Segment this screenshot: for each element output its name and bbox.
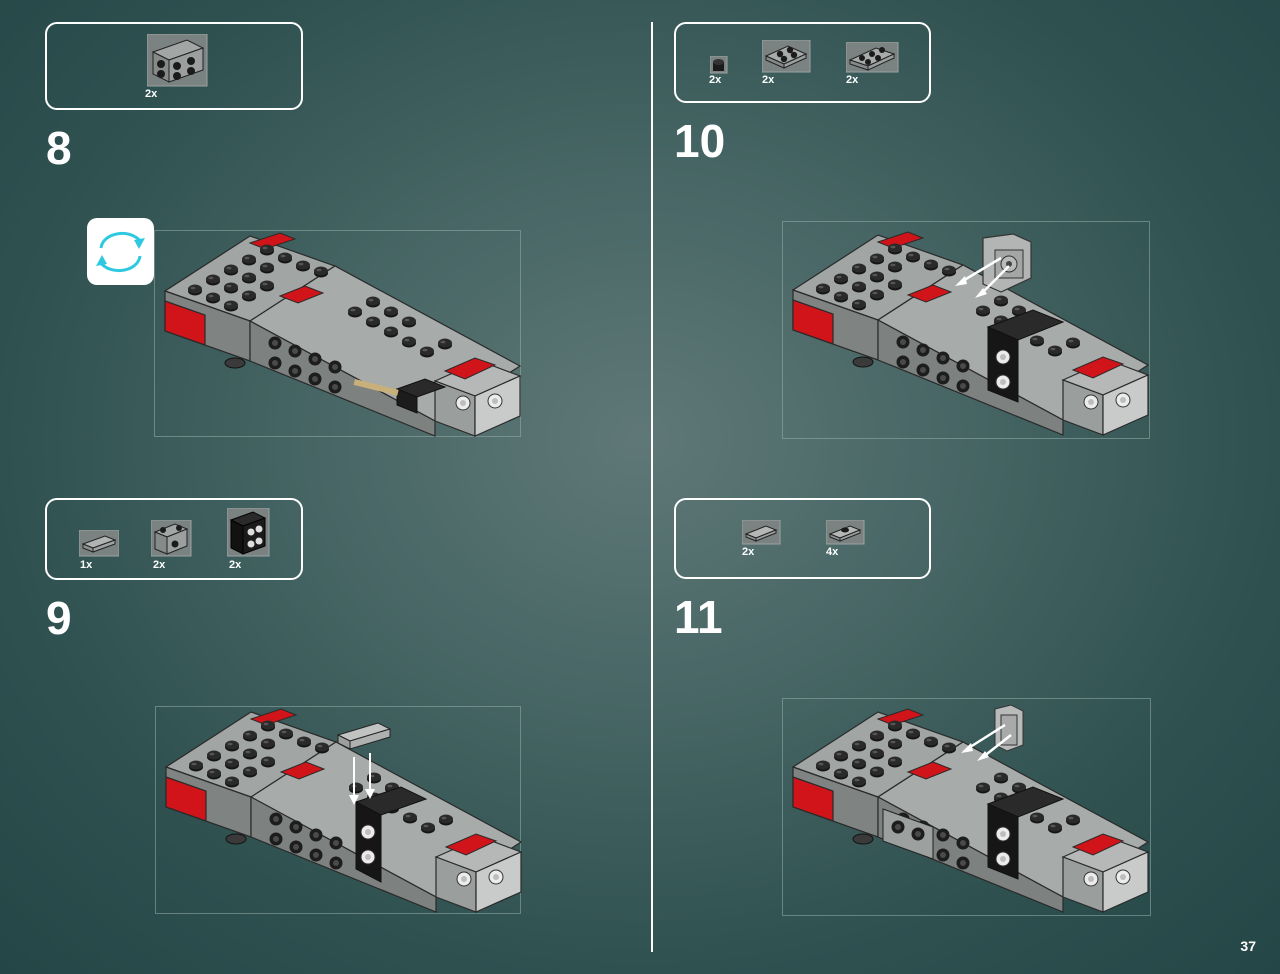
step-9-part-1-qty: 1x bbox=[80, 559, 93, 571]
step-10-assembly-model bbox=[783, 222, 1151, 440]
step-8-assembly-model bbox=[155, 231, 522, 438]
tile-icon bbox=[79, 530, 119, 557]
step-11-part-2-qty: 4x bbox=[826, 546, 839, 558]
step-8-assembly-frame bbox=[154, 230, 521, 437]
rotate-model-icon bbox=[96, 232, 145, 272]
bracket-plate-icon bbox=[147, 34, 208, 87]
black-bracket-icon bbox=[227, 508, 270, 557]
step-9-parts-box: 1x 2x 2x bbox=[45, 498, 303, 580]
step-11-part-1-qty: 2x bbox=[742, 546, 755, 558]
step-8-parts-box: 2x bbox=[45, 22, 303, 110]
step-9-part-3-qty: 2x bbox=[229, 559, 242, 571]
step-10-number: 10 bbox=[674, 115, 726, 167]
round-stud-icon bbox=[710, 56, 728, 74]
rotate-model-callout bbox=[87, 218, 154, 285]
step-10-part-1-qty: 2x bbox=[709, 74, 722, 86]
step-9-assembly-frame bbox=[155, 706, 521, 914]
step-10-assembly-frame bbox=[782, 221, 1150, 439]
step-9-part-2-qty: 2x bbox=[153, 559, 166, 571]
step-10-part-2-qty: 2x bbox=[762, 74, 775, 86]
step-9-assembly-model bbox=[156, 707, 522, 915]
step-9-number: 9 bbox=[46, 592, 72, 644]
page-divider bbox=[651, 22, 653, 952]
step-11-parts-box: 2x 4x bbox=[674, 498, 931, 579]
step-11-number: 11 bbox=[674, 591, 723, 643]
step-8-part-1-qty: 2x bbox=[145, 88, 158, 100]
bracket-icon bbox=[151, 520, 192, 557]
step-10-parts-box: 2x 2x 2x bbox=[674, 22, 931, 103]
step-11-assembly-frame bbox=[782, 698, 1151, 916]
plate-2x3-icon bbox=[846, 42, 899, 73]
page-number: 37 bbox=[1240, 938, 1256, 954]
plate-2x2-icon bbox=[762, 40, 811, 73]
step-8-number: 8 bbox=[46, 122, 72, 174]
jumper-plate-icon bbox=[826, 520, 865, 545]
step-10-part-3-qty: 2x bbox=[846, 74, 859, 86]
tile-1x2-icon bbox=[742, 520, 781, 545]
step-11-assembly-model bbox=[783, 704, 1152, 917]
